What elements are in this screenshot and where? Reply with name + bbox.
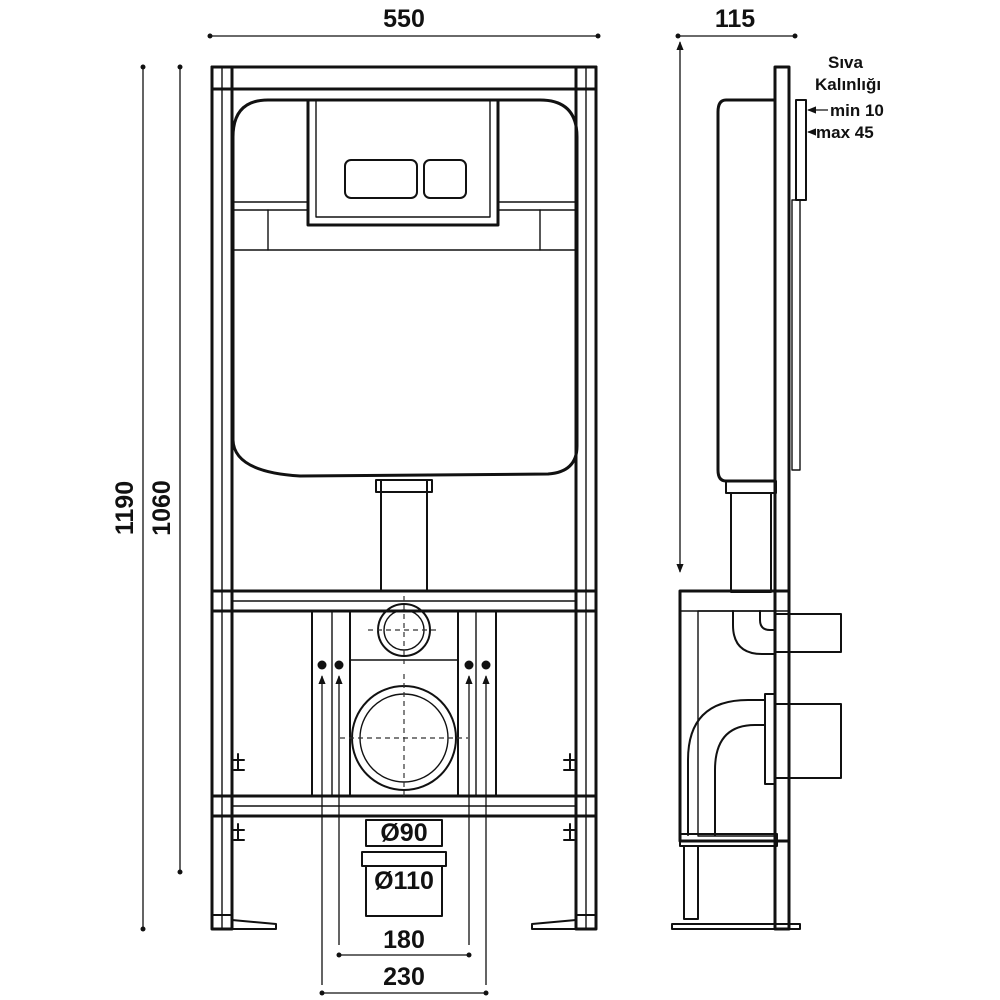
- adjustment-screw: [231, 753, 577, 841]
- bolt-spacing-inner-label: 180: [383, 926, 425, 954]
- left-foot: [211, 919, 277, 930]
- side-lower-box: [678, 589, 791, 843]
- side-dimensions: 115 Sıva Kalınlığı min 10 max 45: [675, 5, 884, 573]
- side-flush-elbow: [732, 610, 776, 655]
- plaster-thickness-title-2: Kalınlığı: [815, 75, 881, 94]
- front-view: [210, 65, 598, 931]
- drain-pipe-diameter-label: Ø110: [374, 867, 434, 895]
- frame-depth-label: 115: [715, 5, 755, 33]
- top-rail: [210, 65, 598, 91]
- side-flush-connector: [788, 613, 842, 653]
- side-view: [671, 65, 842, 931]
- flush-pipe: [380, 479, 428, 592]
- flush-button-large: [344, 159, 418, 199]
- side-flush-plate: [795, 99, 807, 201]
- flush-button-small: [423, 159, 467, 199]
- bolt-point: [317, 660, 327, 670]
- plaster-max-label: max 45: [816, 123, 874, 142]
- bolt-point: [481, 660, 491, 670]
- drain-pipe-collar: [361, 851, 447, 867]
- side-foot: [671, 923, 801, 930]
- flush-pipe-diameter-label: Ø90: [380, 819, 427, 847]
- bolt-point: [334, 660, 344, 670]
- side-drain-connector: [788, 703, 842, 779]
- side-post: [773, 65, 791, 931]
- front-dimensions: 550 1190 1060 180 230 Ø90 Ø110: [111, 5, 601, 996]
- frame-height-label: 1060: [148, 480, 176, 536]
- side-pipe: [730, 492, 772, 593]
- bolt-point: [464, 660, 474, 670]
- bolt-spacing-outer-label: 230: [383, 963, 425, 991]
- side-drain-elbow: [687, 699, 766, 836]
- flush-plate: [306, 98, 500, 227]
- total-height-label: 1190: [111, 481, 139, 535]
- plaster-thickness-title: Sıva: [828, 53, 864, 72]
- right-foot: [531, 919, 597, 930]
- side-cistern: [716, 98, 777, 483]
- frame-width-label: 550: [383, 5, 425, 33]
- flush-pipe-90: [365, 819, 443, 847]
- drain-pipe-110: [365, 865, 443, 917]
- plaster-min-label: min 10: [830, 101, 884, 120]
- cistern: [231, 98, 579, 478]
